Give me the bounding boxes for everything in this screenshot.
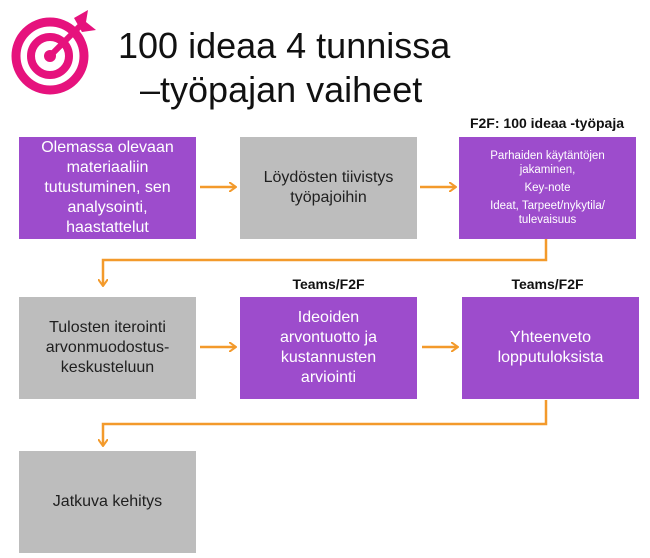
step-continuous-development: Jatkuva kehitys bbox=[19, 451, 196, 553]
step-workshop-header: F2F: 100 ideaa -työpaja bbox=[469, 115, 625, 131]
workshop-item-best-practices: Parhaiden käytäntöjen jakaminen, bbox=[490, 150, 605, 176]
step-workshop: Parhaiden käytäntöjen jakaminen, Key-not… bbox=[459, 137, 636, 239]
title-line-2: –työpajan vaiheet bbox=[140, 69, 423, 110]
step-evaluation-header: Teams/F2F bbox=[292, 276, 365, 292]
step-summary: Yhteenveto lopputuloksista bbox=[462, 297, 639, 399]
arrow-wrap-2 bbox=[103, 400, 548, 446]
arrow-wrap-1 bbox=[103, 239, 548, 286]
target-with-arrow-icon bbox=[11, 10, 96, 95]
step-summary-header: Teams/F2F bbox=[511, 276, 584, 292]
page-title: 100 ideaa 4 tunnissa –työpajan vaiheet bbox=[118, 24, 450, 112]
workshop-item-keynote: Key-note bbox=[524, 182, 571, 194]
title-line-1: 100 ideaa 4 tunnissa bbox=[118, 25, 451, 66]
step-evaluation: Ideoiden arvontuotto ja kustannusten arv… bbox=[240, 297, 417, 399]
step-iteration: Tulosten iterointi arvonmuodostus-keskus… bbox=[19, 297, 196, 399]
step-findings-summary: Löydösten tiivistys työpajoihin bbox=[240, 137, 417, 239]
workshop-item-ideas: Ideat, Tarpeet/nykytila/ tulevaisuus bbox=[490, 200, 605, 226]
step-material-review: Olemassa olevaan materiaaliin tutustumin… bbox=[19, 137, 196, 239]
